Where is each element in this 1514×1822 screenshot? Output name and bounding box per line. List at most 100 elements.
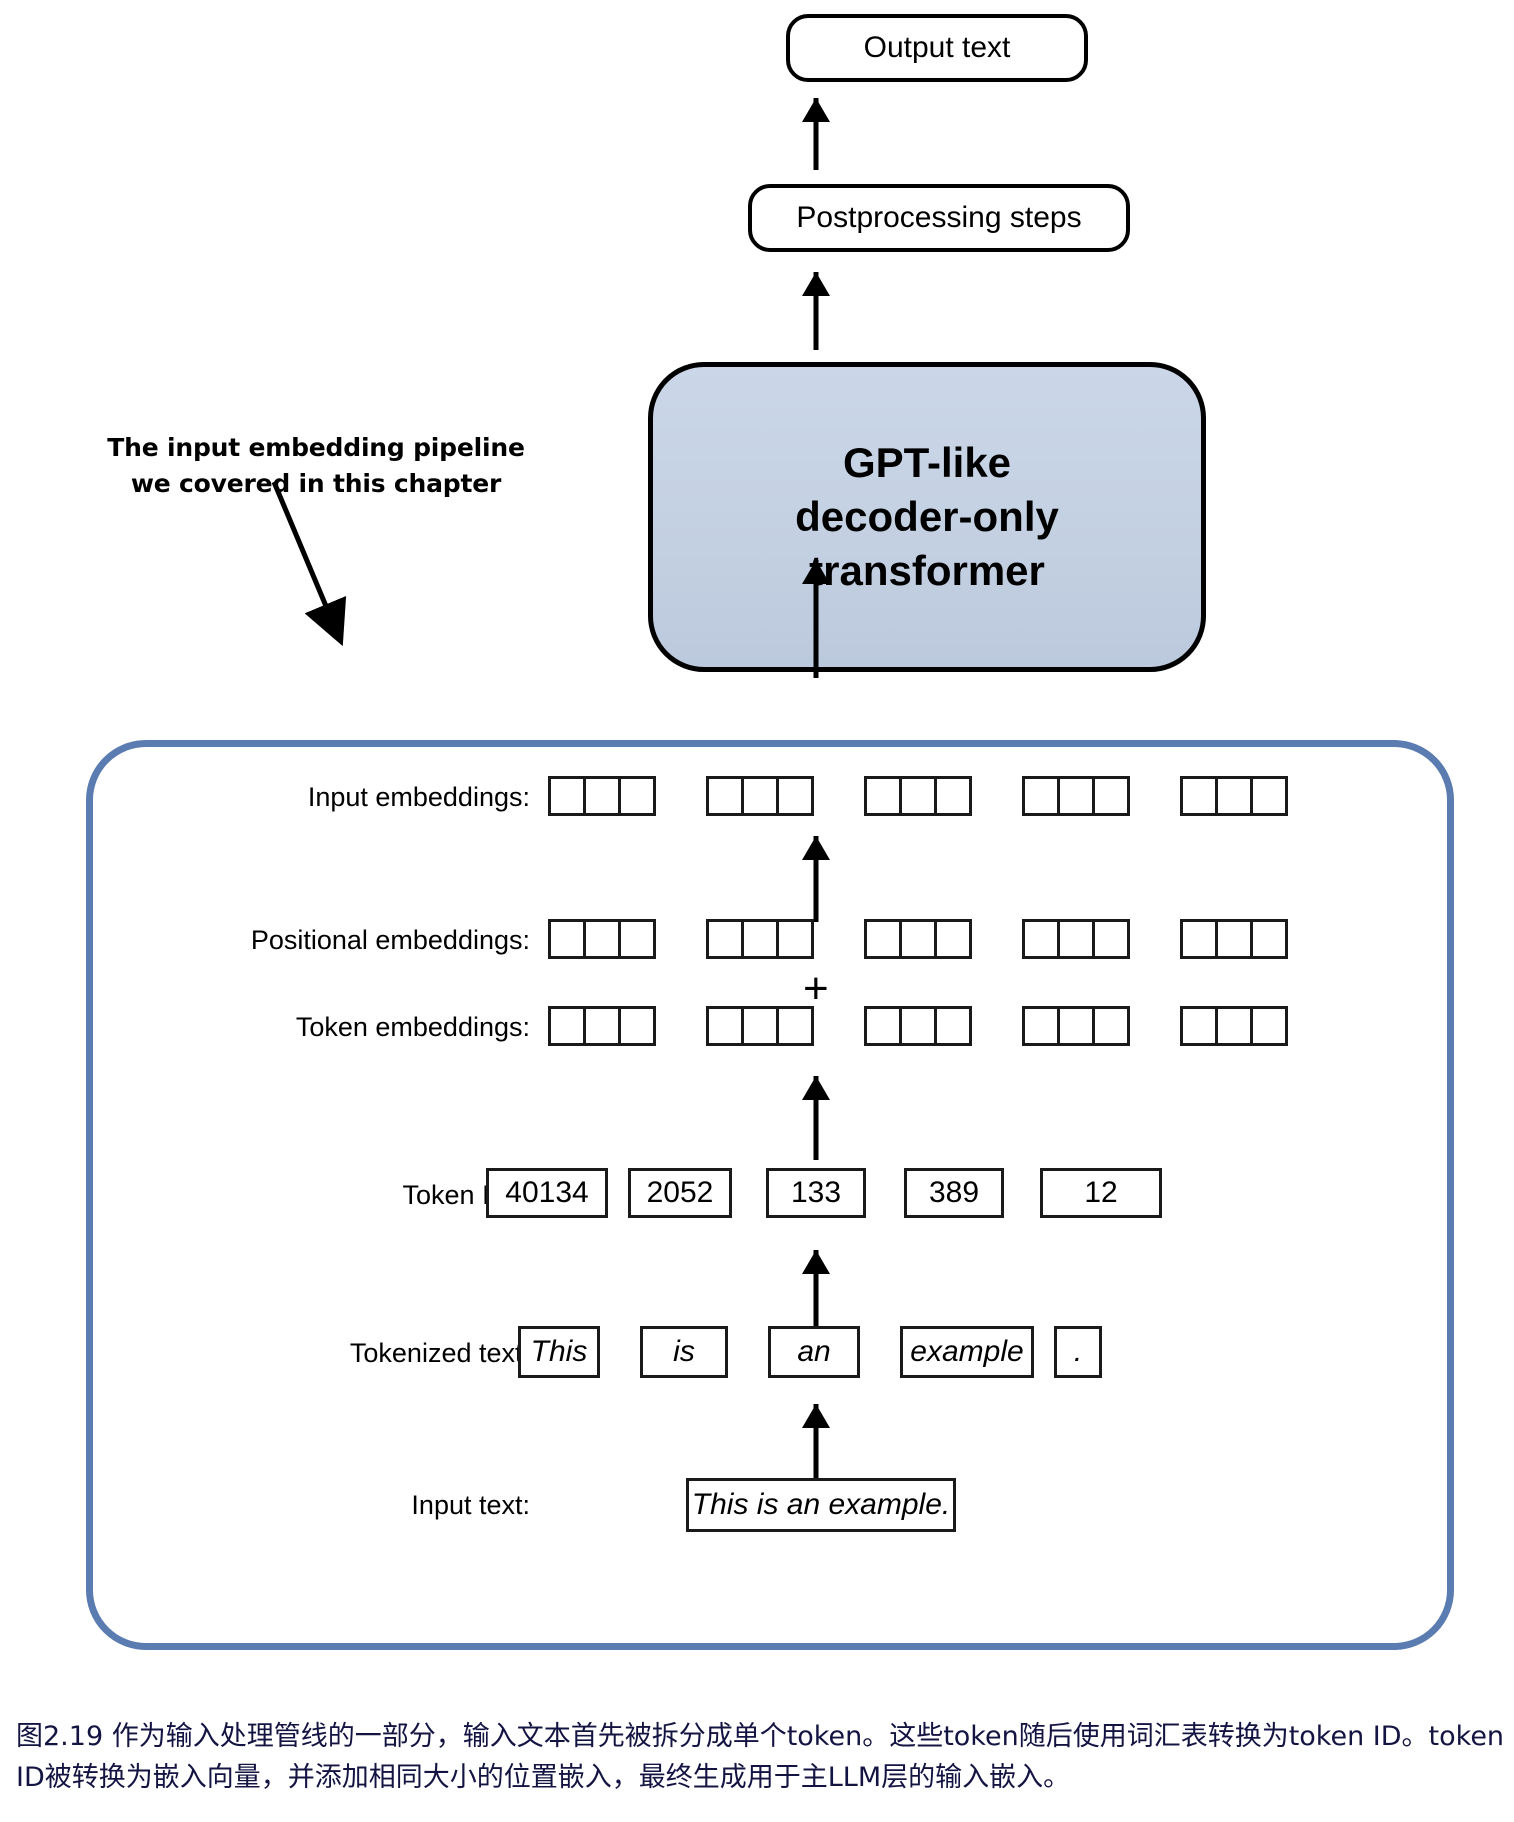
embedding-group <box>864 1006 972 1046</box>
embedding-cell <box>1215 919 1253 959</box>
token-box: . <box>1054 1326 1102 1378</box>
embedding-group <box>1022 919 1130 959</box>
embedding-cell <box>934 1006 972 1046</box>
embedding-cell <box>1180 1006 1218 1046</box>
token-id-value: 133 <box>790 1176 842 1209</box>
embedding-cell <box>776 1006 814 1046</box>
embedding-group <box>706 776 814 816</box>
embedding-cell <box>706 776 744 816</box>
token-id-box: 12 <box>1040 1168 1162 1218</box>
token-id-value: 40134 <box>505 1176 589 1209</box>
embedding-group <box>864 919 972 959</box>
embedding-group <box>548 1006 656 1046</box>
row-label-token-embeddings: Token embeddings: <box>295 1012 530 1042</box>
embedding-group <box>548 919 656 959</box>
row-label-input-text: Input text: <box>411 1490 530 1520</box>
embedding-cell <box>583 776 621 816</box>
embedding-cell <box>1092 919 1130 959</box>
annotation-pointer-arrow <box>271 481 347 647</box>
embedding-cell <box>618 776 656 816</box>
embedding-cell <box>899 919 937 959</box>
embedding-cell <box>583 919 621 959</box>
model-line-3: transformer <box>809 546 1045 594</box>
embedding-cell <box>548 919 586 959</box>
token-box: is <box>640 1326 728 1378</box>
embedding-cell <box>1057 1006 1095 1046</box>
token-value: example <box>910 1335 1024 1368</box>
embedding-group <box>1180 776 1288 816</box>
embedding-cell <box>899 776 937 816</box>
embedding-cell <box>1250 776 1288 816</box>
output-text-label: Output text <box>863 31 1011 64</box>
embedding-cell <box>776 776 814 816</box>
token-box: an <box>768 1326 860 1378</box>
embedding-cell <box>864 1006 902 1046</box>
embedding-group <box>1022 1006 1130 1046</box>
gpt-decoder-box: GPT-like decoder-only transformer <box>648 362 1206 672</box>
embedding-cell <box>1180 919 1218 959</box>
embedding-cell <box>899 1006 937 1046</box>
embedding-cell <box>1022 919 1060 959</box>
embedding-cell <box>934 919 972 959</box>
token-id-value: 12 <box>1084 1176 1118 1209</box>
postprocessing-label: Postprocessing steps <box>796 201 1082 234</box>
token-value: This <box>530 1335 588 1368</box>
embedding-cell <box>1180 776 1218 816</box>
postprocessing-box: Postprocessing steps <box>748 184 1130 252</box>
embedding-cell <box>1022 776 1060 816</box>
token-id-value: 389 <box>928 1176 980 1209</box>
embedding-group <box>1022 776 1130 816</box>
token-id-box: 389 <box>904 1168 1004 1218</box>
annotation-line-1: The input embedding pipeline <box>107 433 525 462</box>
embedding-cell <box>1215 776 1253 816</box>
annotation-line-2: we covered in this chapter <box>130 468 502 498</box>
embedding-cell <box>741 1006 779 1046</box>
embedding-cell <box>1022 1006 1060 1046</box>
row-label-input-embeddings: Input embeddings: <box>307 782 530 812</box>
embedding-group <box>864 776 972 816</box>
row-label-positional-embeddings: Positional embeddings: <box>250 925 530 955</box>
token-id-box: 40134 <box>486 1168 608 1218</box>
row-label-token-ids: Token IDs: <box>402 1180 530 1210</box>
model-line-2: decoder-only <box>795 493 1059 541</box>
embedding-cell <box>1057 919 1095 959</box>
figure-caption: 图2.19 作为输入处理管线的一部分，输入文本首先被拆分成单个token。这些t… <box>16 1721 1505 1794</box>
embedding-cell <box>1250 1006 1288 1046</box>
embedding-cell <box>706 919 744 959</box>
embedding-cell <box>583 1006 621 1046</box>
annotation-text: The input embedding pipeline we covered … <box>96 430 536 501</box>
embedding-cell <box>618 919 656 959</box>
embedding-cell <box>741 919 779 959</box>
embedding-cell <box>864 776 902 816</box>
input-text-value: This is an example. <box>691 1488 951 1521</box>
embedding-cell <box>776 919 814 959</box>
embedding-cell <box>934 776 972 816</box>
model-line-1: GPT-like <box>842 439 1012 487</box>
embedding-cell <box>864 919 902 959</box>
embedding-group <box>706 919 814 959</box>
embedding-cell <box>1092 1006 1130 1046</box>
token-box: example <box>900 1326 1034 1378</box>
input-text-box: This is an example. <box>686 1478 956 1532</box>
token-id-box: 2052 <box>628 1168 732 1218</box>
embedding-cell <box>741 776 779 816</box>
embedding-cell <box>1215 1006 1253 1046</box>
embedding-group <box>1180 919 1288 959</box>
embedding-cell <box>1092 776 1130 816</box>
embedding-cell <box>618 1006 656 1046</box>
output-text-box: Output text <box>786 14 1088 82</box>
token-value: an <box>797 1335 831 1368</box>
token-id-box: 133 <box>766 1168 866 1218</box>
token-box: This <box>518 1326 600 1378</box>
embedding-cell <box>1057 776 1095 816</box>
token-value: . <box>1073 1335 1083 1368</box>
embedding-cell <box>1250 919 1288 959</box>
embedding-group <box>706 1006 814 1046</box>
embedding-cell <box>706 1006 744 1046</box>
token-id-value: 2052 <box>646 1176 714 1209</box>
embedding-group <box>1180 1006 1288 1046</box>
embedding-group <box>548 776 656 816</box>
row-label-tokenized-text: Tokenized text: <box>349 1338 530 1368</box>
plus-operator: + <box>803 964 829 1013</box>
token-value: is <box>673 1335 695 1368</box>
